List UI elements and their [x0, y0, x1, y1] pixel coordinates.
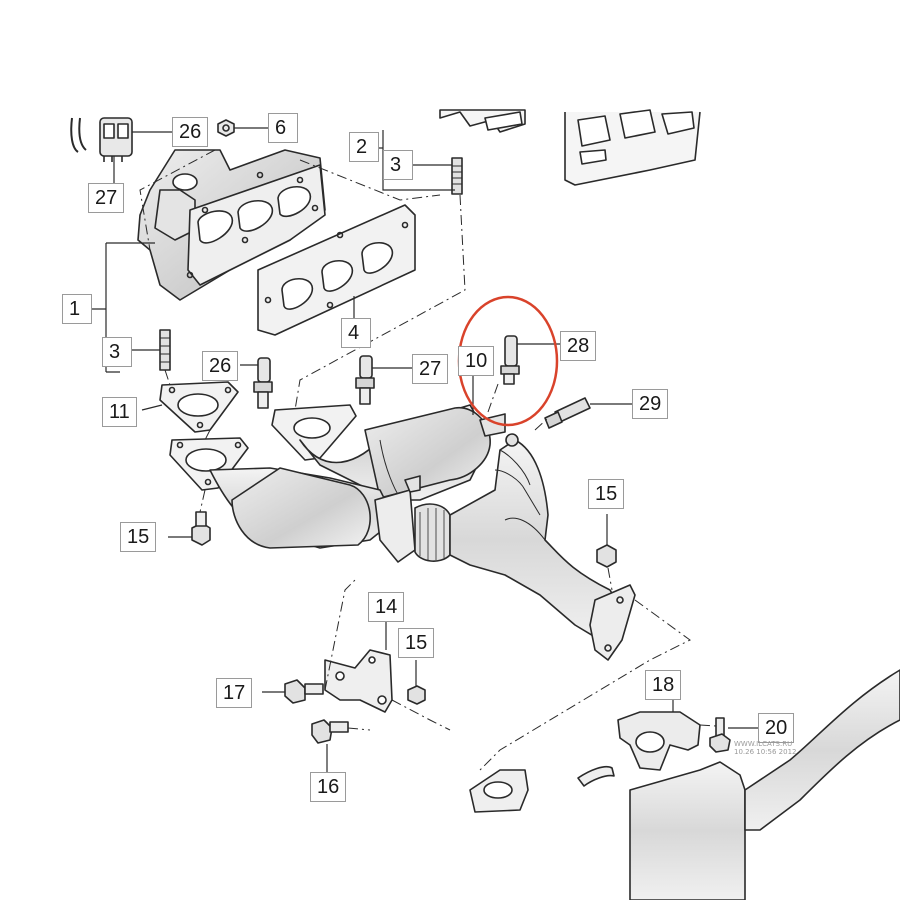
callout-2-manifold: 2 [349, 132, 379, 162]
oxygen-sensor-26 [253, 357, 273, 409]
sensor-29 [544, 397, 591, 429]
callout-1-manifold: 1 [62, 294, 92, 324]
stud-3-left [159, 329, 171, 371]
callout-3-stud-top: 3 [383, 150, 413, 180]
rear-pipe-partial [629, 669, 900, 900]
callout-11-gasket: 11 [102, 397, 137, 427]
exhaust-manifold-left [137, 149, 326, 301]
oxygen-sensor-27 [355, 355, 375, 405]
upper-gasket-right [439, 109, 701, 186]
manifold-gasket-4 [257, 204, 416, 336]
flange-gasket-11b [169, 437, 249, 491]
callout-27-sensor: 27 [412, 354, 449, 384]
leader-1 [90, 242, 155, 373]
callout-29-sensor: 29 [632, 389, 669, 419]
callout-4-gasket: 4 [341, 318, 371, 348]
callout-26-sensor: 26 [202, 351, 239, 381]
lower-flange-partial [469, 769, 529, 813]
leader-11 [141, 404, 163, 411]
bolt-17 [284, 679, 324, 704]
alignment-lines [139, 149, 717, 771]
bolt-16 [311, 719, 349, 744]
callout-26-connector: 26 [172, 117, 209, 147]
stud-3-top [451, 157, 463, 195]
watermark: WWW.ILCATS.RU 10.26 10:56 2012 [734, 740, 796, 756]
callout-6-nut: 6 [268, 113, 298, 143]
watermark-line-2: 10.26 10:56 2012 [734, 748, 797, 756]
wiring-connector [70, 117, 133, 162]
callout-20-bolt: 20 [758, 713, 795, 743]
callout-17-bolt: 17 [216, 678, 253, 708]
oxygen-sensor-28 [500, 335, 520, 385]
callout-10-pipe: 10 [458, 346, 495, 376]
callout-3-stud-left: 3 [102, 337, 132, 367]
nut-6 [217, 119, 235, 137]
callout-18-clamp: 18 [645, 670, 682, 700]
callout-14-bracket: 14 [368, 592, 405, 622]
callout-15-nut-left: 15 [120, 522, 157, 552]
nut-15-bracket [407, 685, 426, 705]
callout-27-connector: 27 [88, 183, 125, 213]
watermark-line-1: WWW.ILCATS.RU [734, 740, 793, 748]
bracket-14 [324, 649, 393, 713]
nut-15-right [596, 544, 617, 568]
callout-28-sensor: 28 [560, 331, 597, 361]
bolt-20 [709, 717, 731, 753]
front-pipe-catalytic-converter [209, 404, 636, 661]
callout-16-bolt: 16 [310, 772, 347, 802]
callout-15-nut-right: 15 [588, 479, 625, 509]
callout-15-nut-bracket: 15 [398, 628, 435, 658]
nut-15-left [191, 511, 211, 546]
clamp-18 [617, 711, 701, 771]
flange-gasket-11a [159, 381, 239, 433]
u-bolt-partial [577, 765, 615, 787]
